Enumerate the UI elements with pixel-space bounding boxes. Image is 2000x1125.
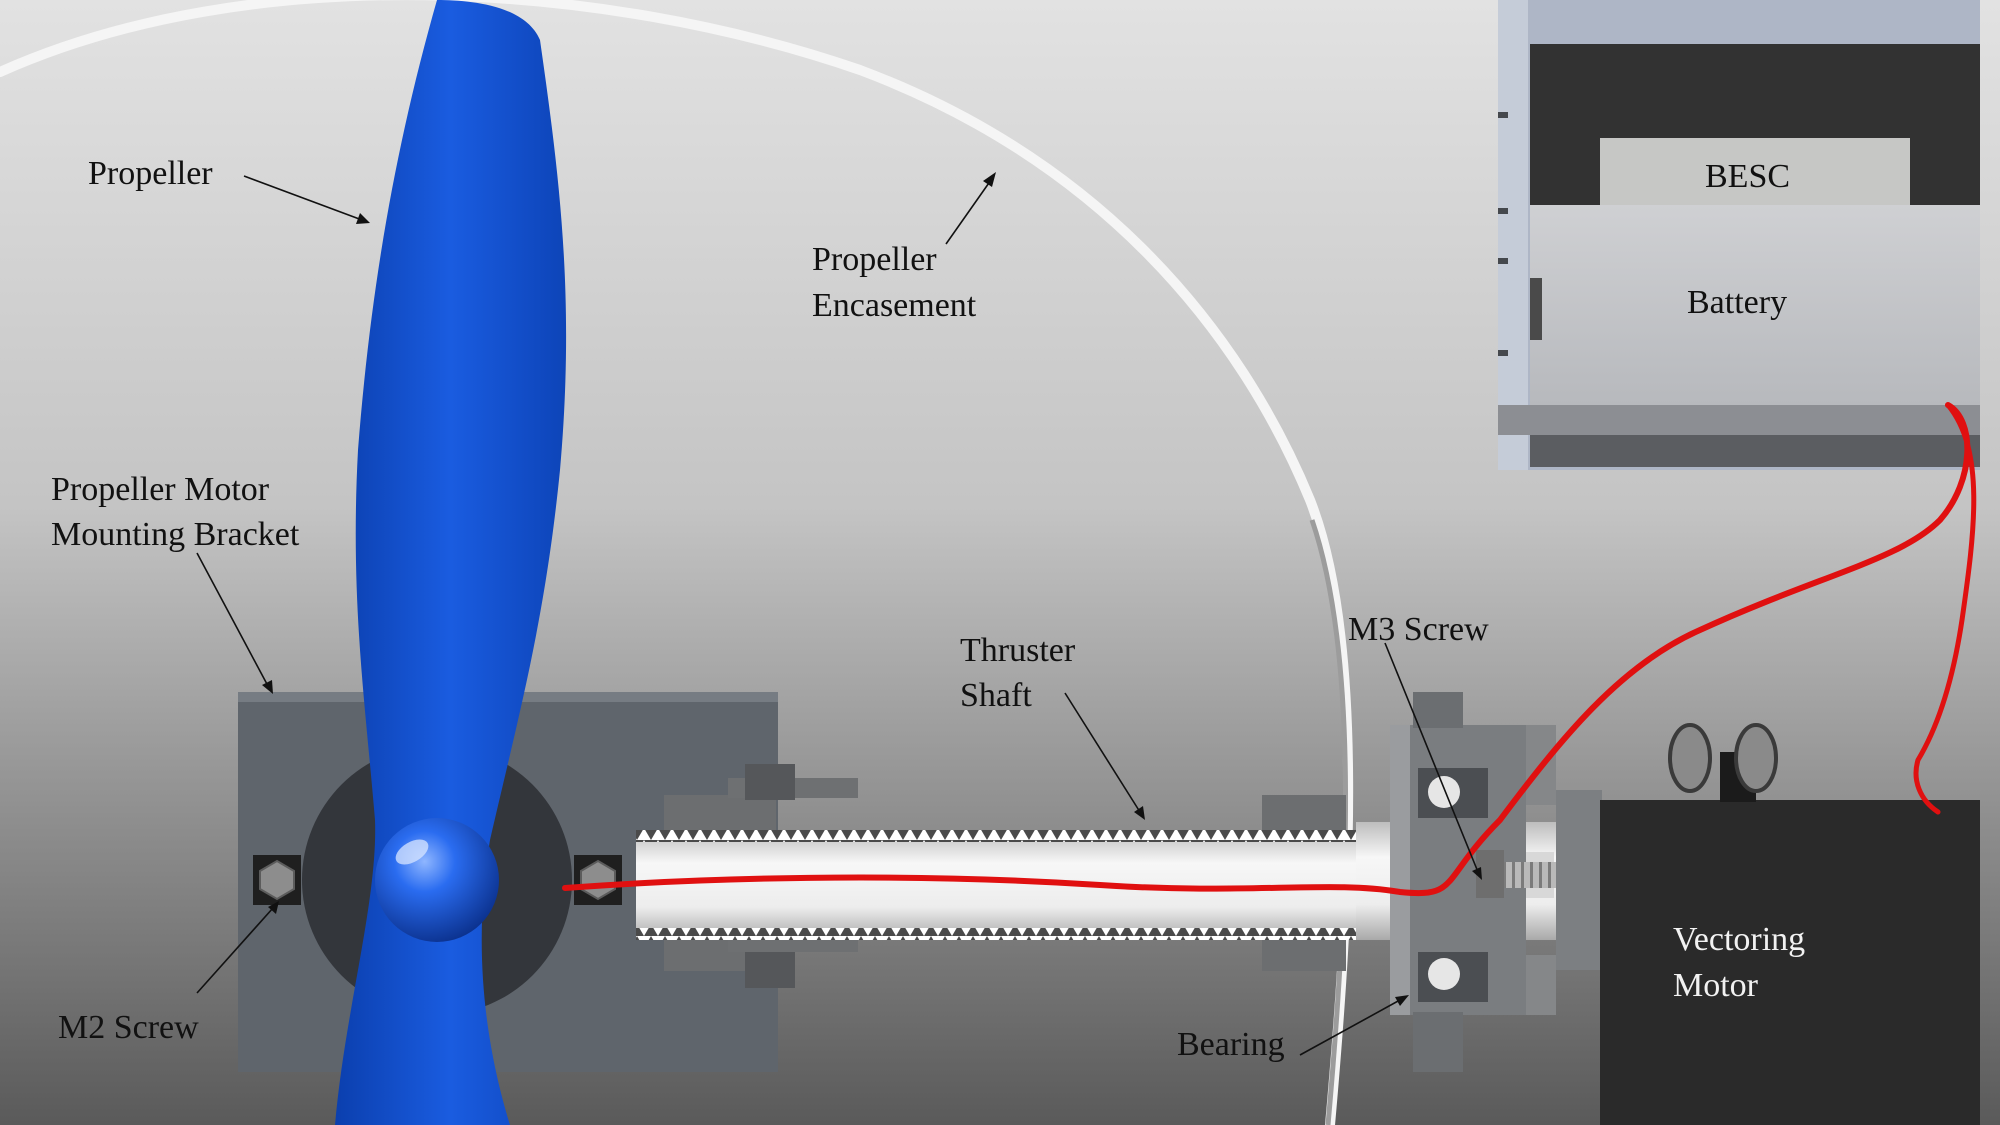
label-battery: Battery <box>1687 284 1787 321</box>
vectoring-motor <box>1600 723 1980 1125</box>
label-bearing: Bearing <box>1177 1026 1285 1063</box>
label-thruster-shaft-2: Shaft <box>960 677 1032 714</box>
label-m2-screw: M2 Screw <box>58 1009 199 1046</box>
bearing-housing <box>1390 692 1556 1072</box>
label-vectoring-motor-1: Vectoring <box>1673 921 1805 958</box>
label-propeller: Propeller <box>88 155 213 192</box>
battery-tab <box>1530 278 1542 340</box>
battery-pack <box>1530 205 1980 405</box>
m2-screw-right <box>574 855 622 905</box>
besc-module <box>1600 138 1910 213</box>
propeller-encasement <box>0 0 1354 1125</box>
label-mounting-bracket-2: Mounting Bracket <box>51 516 300 553</box>
motor-coupling <box>1556 790 1602 970</box>
bearing-ball-top <box>1428 776 1460 808</box>
bearing-ball-bottom <box>1428 958 1460 990</box>
propeller-hub <box>375 818 499 942</box>
m2-screw-left <box>253 855 301 905</box>
label-mounting-bracket-1: Propeller Motor <box>51 471 270 508</box>
label-thruster-shaft-1: Thruster <box>960 632 1076 669</box>
label-propeller-encasement-2: Encasement <box>812 287 977 324</box>
label-besc: BESC <box>1705 158 1790 195</box>
power-wire <box>1913 402 1977 815</box>
propeller-hub-highlight <box>395 839 429 865</box>
label-vectoring-motor-2: Motor <box>1673 967 1759 1004</box>
label-propeller-encasement-1: Propeller <box>812 241 937 278</box>
label-m3-screw: M3 Screw <box>1348 611 1489 648</box>
signal-wire <box>562 402 1971 897</box>
leader-lines <box>196 172 1482 1056</box>
propeller-encasement-shadow <box>1309 519 1349 1125</box>
